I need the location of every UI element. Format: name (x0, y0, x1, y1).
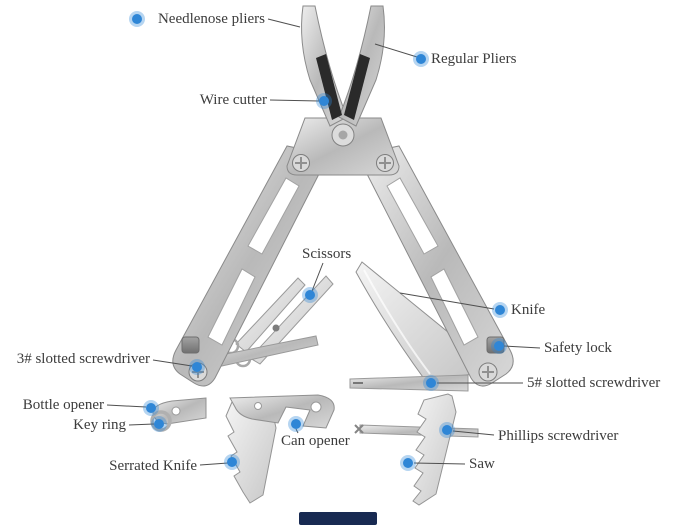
serrated-knife-dot (227, 457, 237, 467)
label-can-opener: Can opener (281, 433, 350, 449)
label-wire-cutter: Wire cutter (199, 92, 267, 108)
leader-line-needlenose-pliers (267, 18, 301, 28)
label-safety-lock: Safety lock (544, 340, 612, 356)
leader-line-regular-pliers (374, 43, 418, 58)
label-regular-pliers: Regular Pliers (431, 51, 517, 67)
wire-cutter-area (316, 54, 342, 120)
label-bottle-opener: Bottle opener (22, 397, 104, 413)
leader-line-slotted-screwdriver-3 (152, 359, 193, 367)
leader-line-phillips-screwdriver (452, 430, 495, 436)
pliers-head-group (286, 5, 400, 176)
needlenose-pliers-dot (132, 14, 142, 24)
can-opener-tool (229, 394, 335, 429)
serrated-knife-tool (225, 401, 277, 504)
saw-tool (412, 393, 457, 506)
slotted-screwdriver-5-dot (426, 378, 436, 388)
knife-dot (495, 305, 505, 315)
label-slotted-screwdriver-5: 5# slotted screwdriver (527, 375, 661, 391)
left-lock-detail (181, 336, 200, 354)
label-serrated-knife: Serrated Knife (109, 458, 197, 474)
wire-cutter-dot (319, 96, 329, 106)
label-slotted-screwdriver-3: 3# slotted screwdriver (16, 351, 150, 367)
safety-lock-dot (494, 341, 504, 351)
leader-line-can-opener (295, 428, 299, 434)
bottle-opener-dot (146, 403, 156, 413)
label-needlenose-pliers: Needlenose pliers (157, 11, 265, 27)
phillips-screwdriver-dot (442, 425, 452, 435)
leader-line-scissors (311, 262, 324, 292)
leader-line-saw (413, 462, 466, 465)
slotted-screwdriver-3-dot (192, 362, 202, 372)
leader-line-wire-cutter (269, 99, 320, 102)
bottle-opener-tool (152, 397, 207, 425)
key-ring-dot (154, 419, 164, 429)
label-scissors: Scissors (302, 246, 352, 262)
label-knife: Knife (511, 302, 546, 318)
key-ring-tool (150, 410, 172, 432)
scissors-dot (305, 290, 315, 300)
brand-watermark (299, 512, 377, 525)
label-key-ring: Key ring (73, 417, 126, 433)
leader-line-serrated-knife (199, 462, 229, 466)
regular-pliers-dot (416, 54, 426, 64)
tools-group (150, 261, 479, 506)
leader-line-bottle-opener (106, 404, 147, 408)
label-phillips-screwdriver: Phillips screwdriver (498, 428, 619, 444)
leader-line-key-ring (128, 423, 155, 426)
slotted-screwdriver-5-tool (349, 374, 469, 392)
saw-dot (403, 458, 413, 468)
handles-group (172, 145, 514, 387)
leader-line-safety-lock (503, 345, 541, 349)
leader-line-knife (399, 292, 495, 310)
can-opener-dot (291, 419, 301, 429)
label-saw: Saw (469, 456, 495, 472)
